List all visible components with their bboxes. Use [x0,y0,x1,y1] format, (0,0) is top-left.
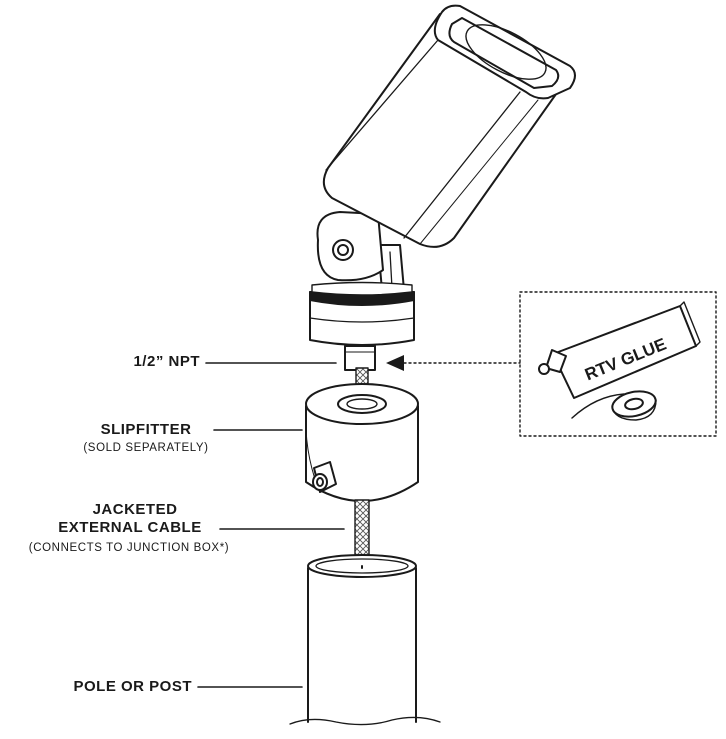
fixture-collar [309,281,415,371]
cable-label-line2: EXTERNAL CABLE [58,519,202,536]
pole-label: POLE OR POST [73,678,192,695]
cable-note: (CONNECTS TO JUNCTION BOX*) [28,542,230,554]
cable-label-line1: JACKETED [92,501,178,518]
pole-post [289,554,441,726]
slipfitter-label: SLIPFITTER [100,421,192,438]
npt-label: 1/2” NPT [133,353,200,370]
slipfitter-part [305,367,419,502]
spotlight-fixture [316,4,576,291]
tube-icon [538,301,701,399]
leader-lines [197,362,345,688]
slipfitter-note: (SOLD SEPARATELY) [83,442,209,454]
tape-roll-icon [571,390,657,421]
arrow-right-icon [386,355,404,371]
